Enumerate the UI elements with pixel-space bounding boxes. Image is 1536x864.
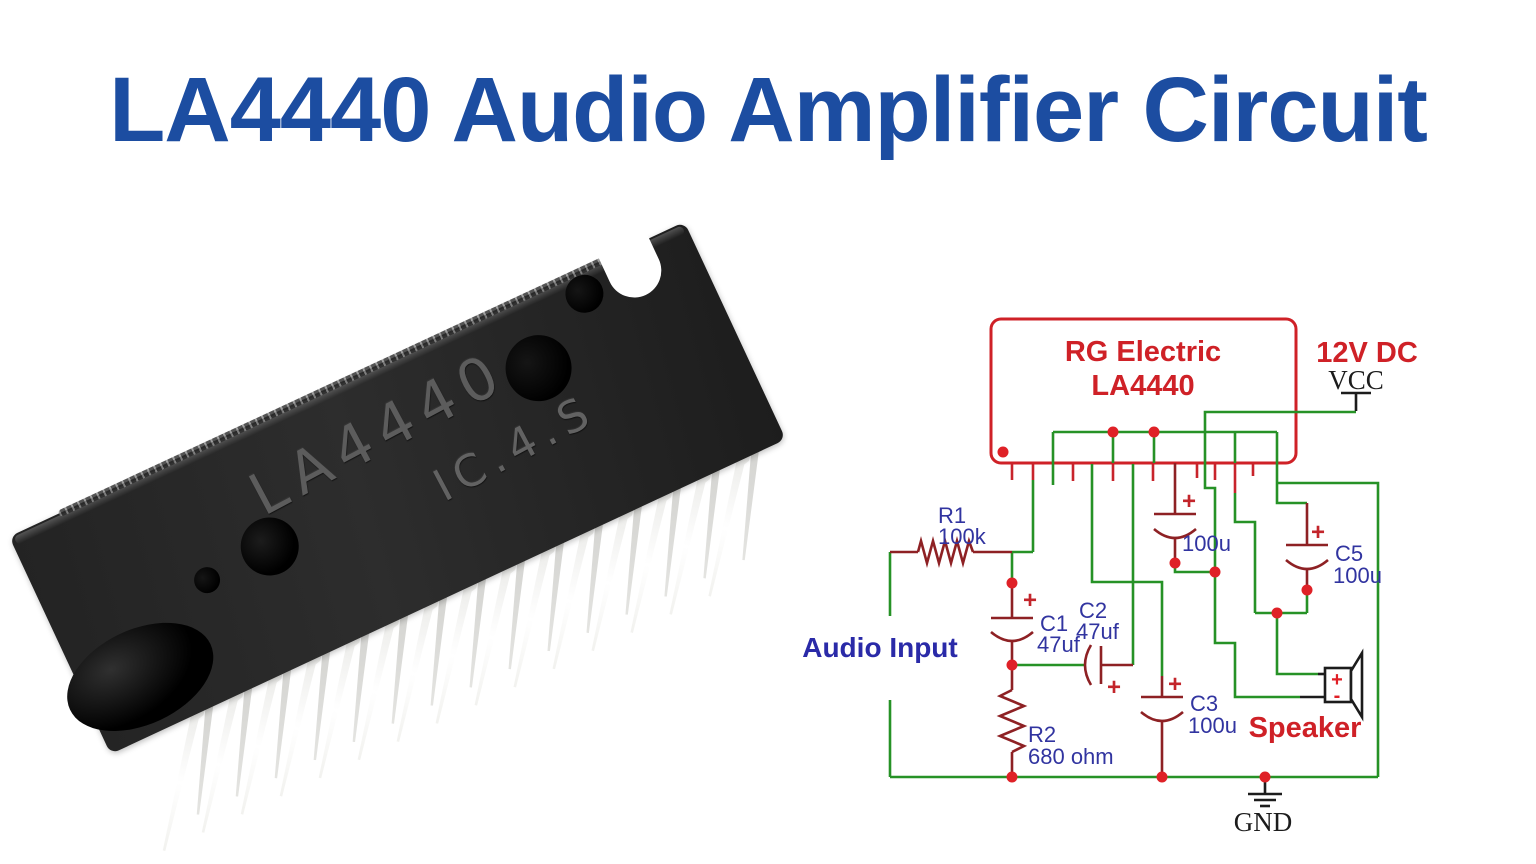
c5-name-label: C5 — [1335, 541, 1363, 566]
capacitor-c3 — [1140, 676, 1184, 777]
ic-box-label-line1: RG Electric — [1065, 336, 1221, 368]
vcc-terminal — [1341, 391, 1371, 411]
c2-value-label: 47uf — [1076, 619, 1120, 644]
vcc-label: VCC — [1328, 365, 1384, 395]
wire-speaker-minus — [1213, 572, 1300, 699]
c4-plus-sign: + — [1182, 488, 1196, 515]
capacitor-c2 — [1083, 644, 1133, 686]
junction-dots — [1006, 426, 1313, 783]
speaker-symbol — [1300, 648, 1364, 722]
gnd-label: GND — [1234, 807, 1293, 837]
c4-value-label: 100u — [1182, 531, 1231, 556]
c1-value-label: 47uf — [1037, 632, 1081, 657]
c5-value-label: 100u — [1333, 563, 1382, 588]
c3-value-label: 100u — [1188, 713, 1237, 738]
pin1-marker-dot — [997, 446, 1009, 458]
capacitor-c4 — [1153, 463, 1197, 563]
capacitor-c1 — [990, 583, 1034, 665]
c5-plus-sign: + — [1311, 519, 1325, 546]
c3-plus-sign: + — [1168, 671, 1182, 698]
resistor-r1 — [890, 536, 1012, 568]
audio-input-label: Audio Input — [802, 632, 958, 663]
wire-c4-bottom-link — [1173, 563, 1215, 574]
wires-green — [888, 410, 1380, 779]
c2-plus-sign: + — [1107, 674, 1121, 701]
c2-name-label: C2 — [1079, 598, 1107, 623]
r2-name-label: R2 — [1028, 722, 1056, 747]
wire-stair-pin8 — [1233, 493, 1257, 613]
page-title: LA4440 Audio Amplifier Circuit — [109, 59, 1428, 161]
ic-pin-stubs — [1010, 463, 1255, 493]
wire-pin4-to-c3 — [1090, 464, 1164, 676]
r1-name-label: R1 — [938, 503, 966, 528]
speaker-minus-sign: - — [1334, 685, 1341, 707]
r1-value-label: 100k — [938, 524, 987, 549]
supply-label: 12V DC — [1316, 337, 1418, 369]
wire-speaker-plus — [1275, 613, 1318, 676]
wire-c5-top-feed — [1275, 432, 1307, 505]
ic-box-outline — [989, 317, 1298, 465]
wire-vcc-feed — [1203, 410, 1356, 572]
c1-plus-sign: + — [1023, 587, 1037, 614]
r2-value-label: 680 ohm — [1028, 744, 1114, 769]
ic-box-label-line2: LA4440 — [1091, 370, 1194, 402]
c1-name-label: C1 — [1040, 611, 1068, 636]
c3-name-label: C3 — [1190, 691, 1218, 716]
resistor-r2 — [996, 665, 1028, 777]
components — [890, 463, 1329, 777]
capacitor-c5 — [1285, 503, 1329, 590]
speaker-plus-sign: + — [1331, 669, 1343, 691]
wire-right-rail — [1277, 481, 1380, 777]
speaker-label: Speaker — [1249, 712, 1362, 744]
